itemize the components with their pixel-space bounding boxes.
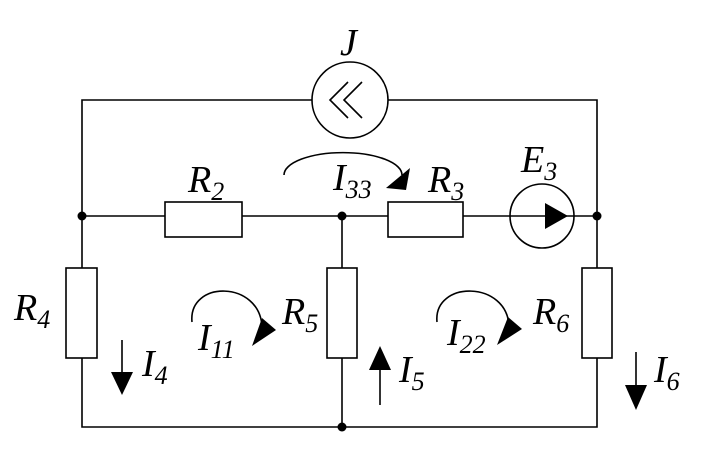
resistor-r3 (387, 201, 464, 238)
label-j: J (340, 22, 359, 64)
current-source-j (311, 61, 389, 139)
arrow-i5 (369, 346, 391, 405)
junctions (77, 211, 602, 432)
label-r4: R4 (13, 287, 50, 334)
loop-arc-i33 (283, 151, 410, 190)
label-r2: R2 (187, 159, 224, 206)
label-r5: R5 (281, 291, 318, 338)
wire-top-right (388, 99, 598, 216)
loop-arc-i22 (436, 290, 522, 345)
label-i5: I5 (398, 349, 425, 396)
label-r3: R3 (427, 159, 464, 206)
wires (81, 99, 598, 428)
resistor-r6 (581, 267, 613, 359)
loop-arc-i11 (191, 290, 276, 346)
resistor-r2 (164, 201, 243, 238)
arrow-i4 (111, 340, 133, 395)
resistor-r5 (326, 267, 358, 359)
arrow-right-icon (545, 203, 568, 229)
label-i11: I11 (197, 317, 235, 364)
label-e3: E3 (520, 139, 557, 186)
voltage-source-e3 (509, 183, 575, 249)
wire-top-left (81, 99, 312, 216)
arrow-i6 (625, 352, 647, 410)
label-i6: I6 (653, 349, 680, 396)
resistor-r4 (65, 267, 98, 359)
double-chevron-icon (328, 81, 349, 119)
label-i33: I33 (332, 157, 372, 204)
label-i22: I22 (446, 312, 486, 359)
label-i4: I4 (141, 343, 168, 390)
label-r6: R6 (532, 291, 569, 338)
